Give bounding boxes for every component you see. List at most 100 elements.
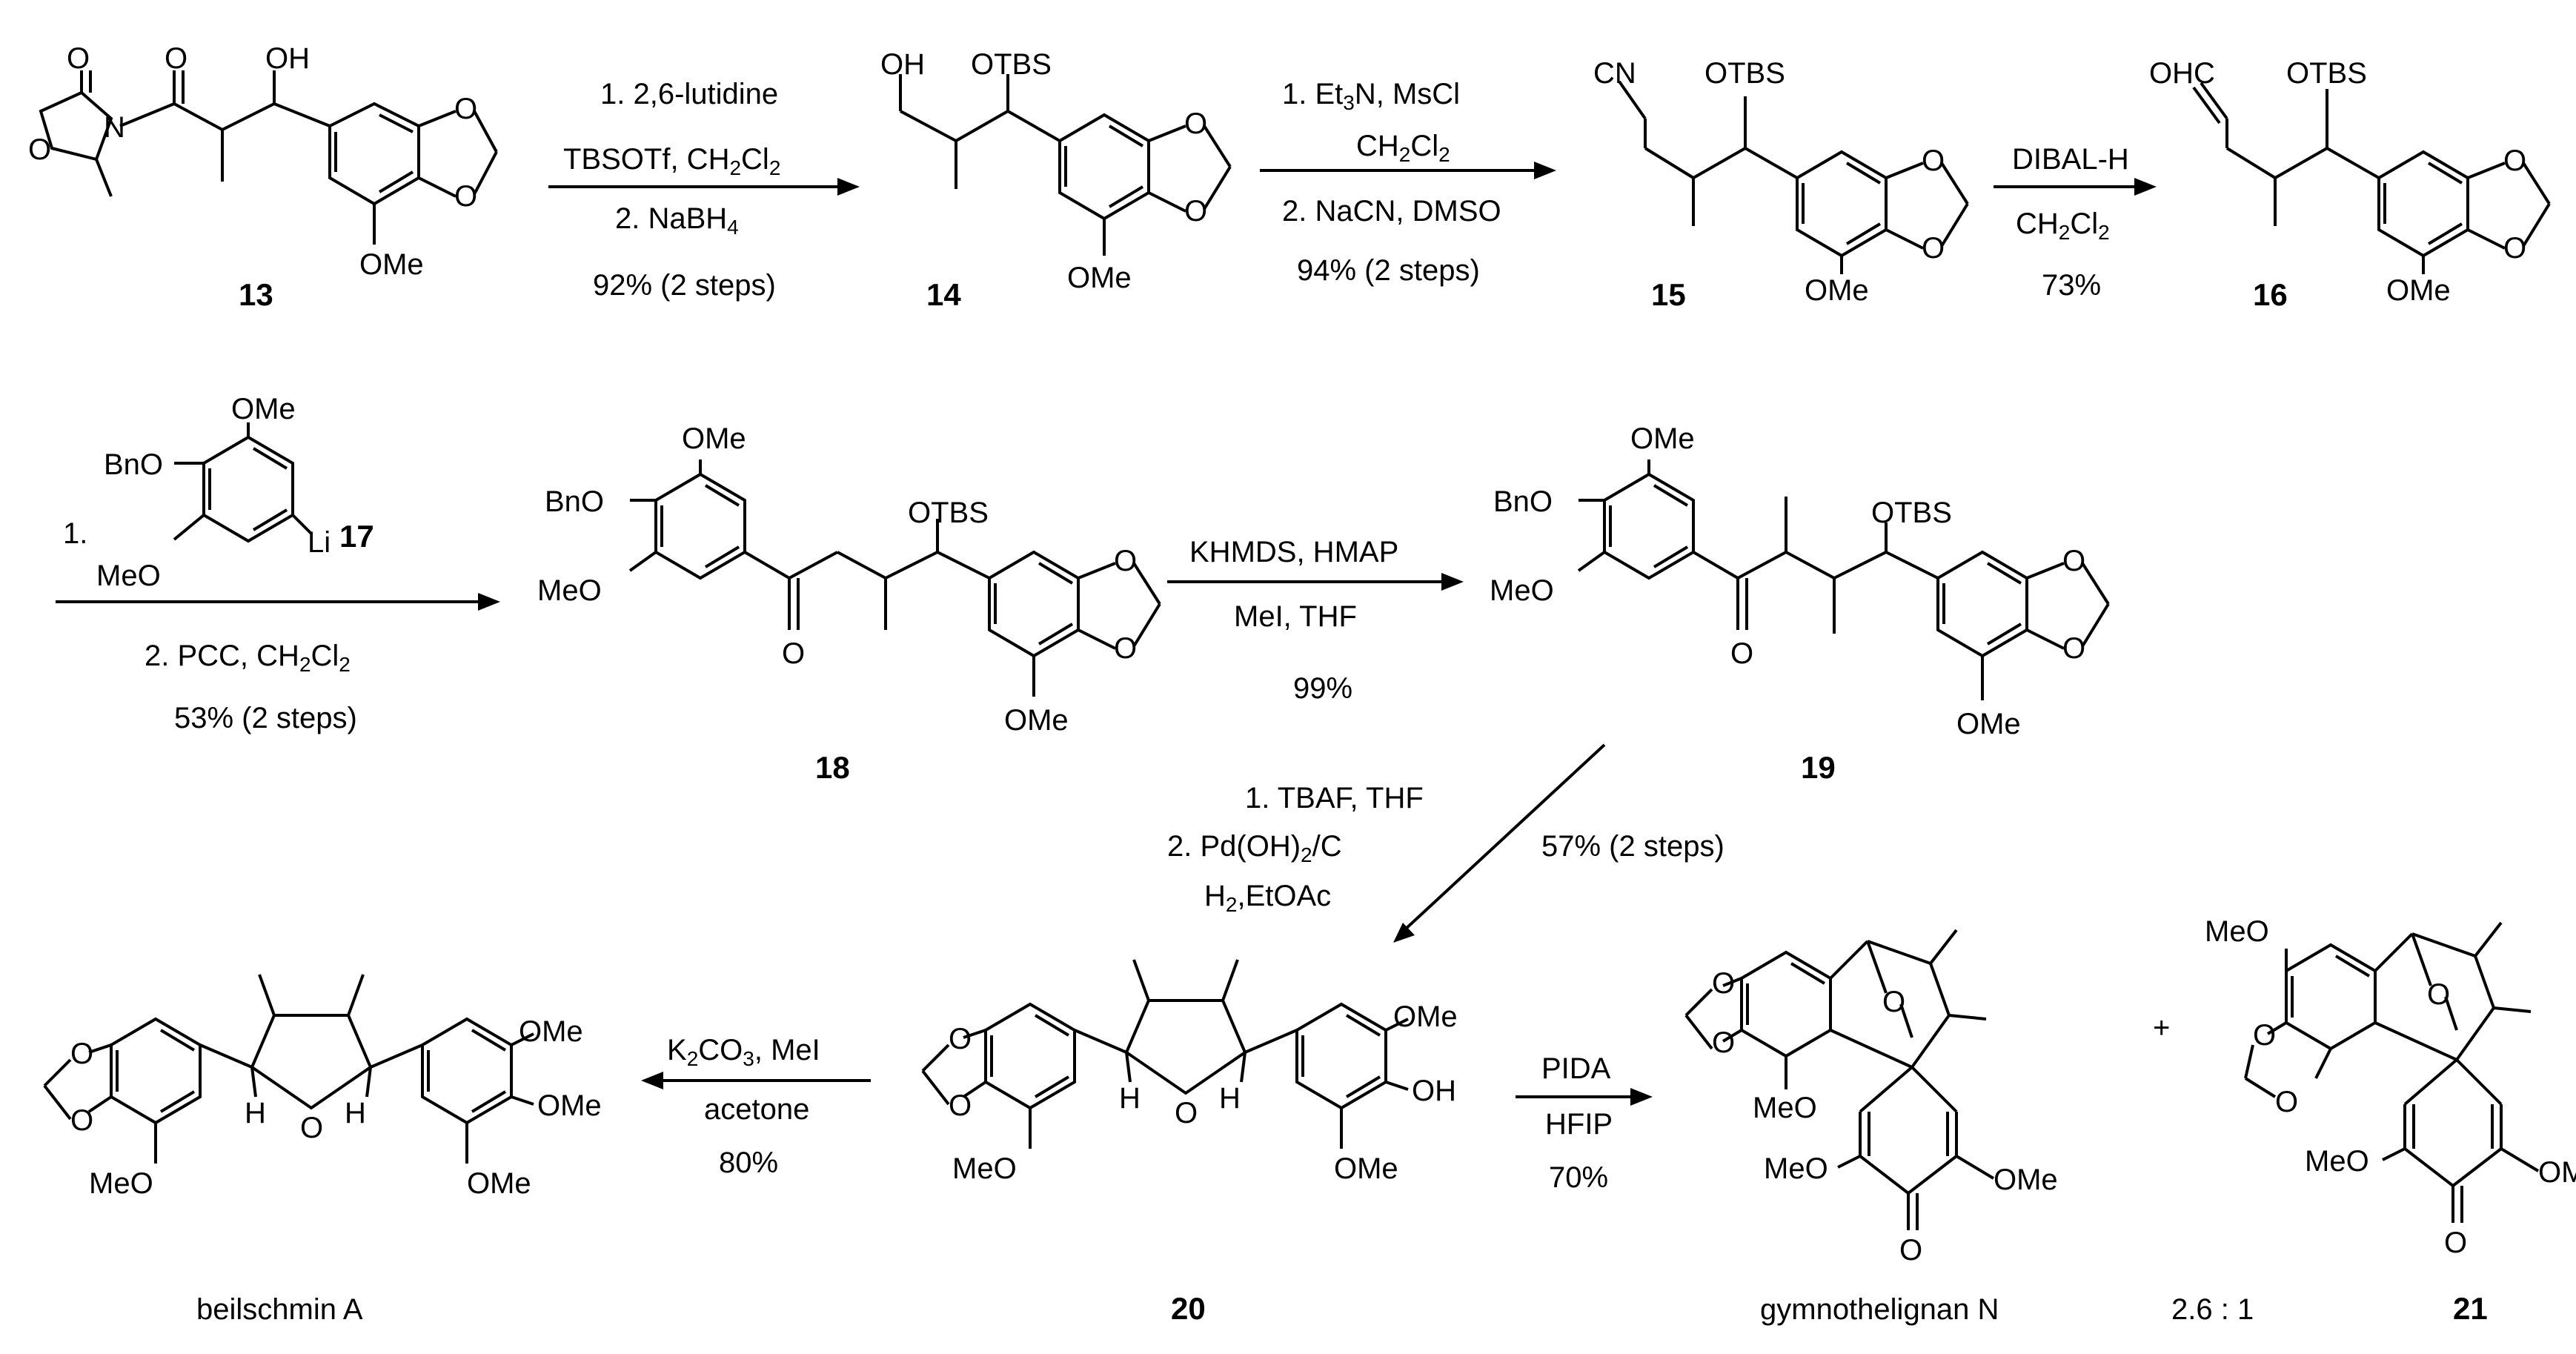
label-MeO: MeO — [2305, 1145, 2369, 1178]
compound-beilschmin-a: O O MeO O H H OMe OMe OMe beilschmin A — [43, 974, 602, 1326]
step7-line1: K2CO3, MeI — [667, 1034, 820, 1070]
compound-21: MeO O O O MeO OMe O 21 — [2205, 915, 2576, 1326]
reaction-arrow-1 — [548, 178, 860, 196]
compound-label-beilschmin: beilschmin A — [196, 1293, 363, 1326]
label-O: O — [949, 1023, 972, 1055]
step5-line2: MeI, THF — [1234, 600, 1357, 633]
compound-label-14: 14 — [926, 277, 961, 312]
label-OMe: OMe — [1630, 422, 1695, 455]
compound-20: O O MeO O H H OMe OH OMe 20 — [921, 959, 1458, 1326]
label-O: O — [1114, 545, 1137, 577]
label-O: O — [454, 93, 477, 125]
label-OH: OH — [265, 42, 310, 75]
label-OH: OH — [880, 48, 925, 81]
label-O: O — [2503, 145, 2526, 177]
compound-label-17: 17 — [339, 519, 374, 554]
label-O: O — [1175, 1097, 1198, 1129]
step2-line1: 1. Et3N, MsCl — [1282, 78, 1460, 114]
label-O: O — [70, 1038, 93, 1070]
label-OMe: OMe — [519, 1015, 583, 1048]
compound-label-20: 20 — [1171, 1291, 1206, 1326]
label-BnO: BnO — [545, 485, 604, 518]
label-BnO: BnO — [104, 448, 163, 481]
step1-line1: 1. 2,6-lutidine — [600, 78, 778, 110]
step1-yield: 92% (2 steps) — [593, 269, 776, 302]
label-H: H — [345, 1097, 366, 1129]
compound-18: OMe BnO MeO O OTBS O O OMe 18 — [537, 422, 1161, 785]
label-O: O — [2427, 978, 2450, 1011]
step4-yield: 53% (2 steps) — [174, 702, 357, 734]
label-O: O — [2062, 632, 2085, 665]
label-MeO: MeO — [1753, 1092, 1817, 1124]
label-OMe: OMe — [537, 1089, 602, 1122]
compound-label-21: 21 — [2453, 1291, 2488, 1326]
label-O: O — [2275, 1086, 2298, 1118]
label-O: O — [70, 1104, 93, 1137]
reaction-arrow-7 — [641, 1072, 871, 1089]
label-BnO: BnO — [1493, 485, 1553, 518]
compound-13: O O N O OH O O OMe 13 — [28, 42, 498, 312]
label-O: O — [28, 133, 51, 166]
label-O: O — [1114, 632, 1137, 665]
compound-14: OH OTBS O O OMe 14 — [880, 48, 1232, 312]
label-OMe: OMe — [1067, 262, 1132, 294]
label-MeO: MeO — [952, 1152, 1017, 1185]
step6-line3: H2,EtOAc — [1204, 880, 1331, 916]
step2-yield: 94% (2 steps) — [1297, 254, 1480, 287]
label-N: N — [104, 111, 125, 144]
label-O: O — [1899, 1234, 1922, 1267]
step6-line2: 2. Pd(OH)2/C — [1167, 830, 1342, 866]
step3-line2: CH2Cl2 — [2016, 208, 2110, 244]
label-OMe: OMe — [682, 422, 746, 455]
label-OTBS: OTBS — [908, 497, 989, 529]
label-O: O — [1922, 145, 1945, 177]
reaction-arrow-8 — [1516, 1088, 1653, 1106]
step8-line2: HFIP — [1545, 1108, 1613, 1141]
label-OMe: OMe — [359, 248, 424, 281]
step5-yield: 99% — [1293, 672, 1352, 705]
label-OMe: OMe — [1994, 1164, 2058, 1196]
compound-label-18: 18 — [815, 750, 850, 785]
label-OH: OH — [1412, 1075, 1456, 1107]
label-O: O — [2503, 232, 2526, 265]
label-OTBS: OTBS — [971, 48, 1052, 81]
label-MeO: MeO — [89, 1167, 153, 1200]
label-O: O — [67, 42, 90, 75]
step5-line1: KHMDS, HMAP — [1189, 536, 1398, 568]
label-OTBS: OTBS — [1704, 57, 1785, 90]
label-OMe: OMe — [1805, 274, 1869, 307]
label-O: O — [1184, 195, 1207, 228]
reaction-arrow-6 — [1393, 743, 1606, 943]
label-OMe: OMe — [1004, 704, 1069, 737]
product-ratio: 2.6 : 1 — [2171, 1293, 2254, 1326]
step3-yield: 73% — [2042, 269, 2101, 302]
label-OTBS: OTBS — [2286, 57, 2367, 90]
label-OMe: OMe — [467, 1167, 531, 1200]
step6-yield: 57% (2 steps) — [1541, 830, 1724, 863]
step2-line2: CH2Cl2 — [1356, 130, 1450, 166]
step8-line1: PIDA — [1541, 1052, 1611, 1085]
label-MeO: MeO — [2205, 915, 2269, 948]
label-O: O — [165, 42, 187, 75]
label-O: O — [1882, 986, 1905, 1018]
step4-line2: 2. PCC, CH2Cl2 — [145, 640, 351, 676]
plus-sign: + — [2153, 1012, 2170, 1044]
label-O: O — [1712, 967, 1735, 1000]
label-O: O — [2444, 1227, 2467, 1259]
compound-label-16: 16 — [2253, 277, 2288, 312]
compound-label-13: 13 — [239, 277, 273, 312]
label-MeO: MeO — [96, 560, 161, 592]
label-H: H — [245, 1097, 266, 1129]
label-O: O — [1922, 232, 1945, 265]
label-OMe: OMe — [2538, 1156, 2576, 1189]
compound-label-19: 19 — [1801, 750, 1836, 785]
reaction-arrow-2 — [1260, 162, 1556, 179]
label-OTBS: OTBS — [1871, 497, 1952, 529]
compound-19: OMe BnO MeO O OTBS O O OMe 19 — [1490, 422, 2110, 785]
compound-label-15: 15 — [1651, 277, 1686, 312]
label-O: O — [782, 637, 805, 670]
label-MeO: MeO — [537, 574, 602, 607]
label-H: H — [1119, 1082, 1141, 1115]
compound-17: OMe BnO MeO Li 17 — [96, 393, 374, 592]
